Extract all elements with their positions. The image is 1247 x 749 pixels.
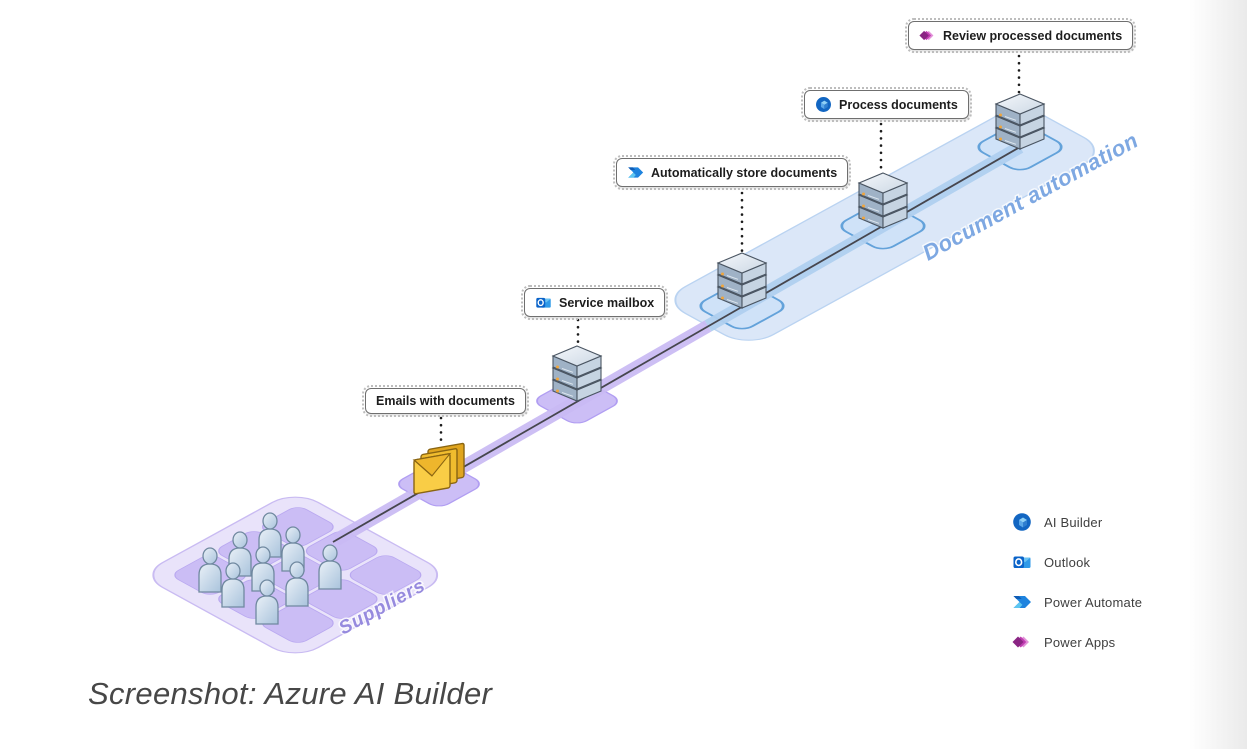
outlook-icon [1012,555,1032,569]
legend: AI Builder Outlook Power Automate Power … [1012,512,1142,672]
review-server-icon [996,94,1044,149]
callout-label: Process documents [839,97,958,112]
callout-emails-with-documents: Emails with documents [362,385,529,417]
legend-label: Power Apps [1044,634,1116,650]
callout-label: Service mailbox [559,295,655,310]
legend-item-outlook: Outlook [1012,552,1142,572]
legend-label: Outlook [1044,554,1091,570]
power-apps-icon [1012,636,1029,648]
ai-builder-icon [816,97,831,112]
caption: Screenshot: Azure AI Builder [88,676,493,711]
callout-label: Automatically store documents [651,165,838,180]
callout-review-processed-documents: Review processed documents [904,18,1137,53]
legend-item-power-apps: Power Apps [1012,632,1142,652]
legend-item-power-automate: Power Automate [1012,592,1142,612]
callout-label: Emails with documents [376,394,515,408]
ai-builder-icon [1013,513,1031,531]
callout-service-mailbox: Service mailbox [520,285,669,320]
process-server-icon [859,173,907,228]
power-automate-icon [1013,596,1031,608]
callout-automatically-store-documents: Automatically store documents [612,155,852,190]
mailbox-server-icon [553,346,601,401]
power-automate-icon [628,167,644,178]
legend-label: AI Builder [1044,514,1103,530]
callout-process-documents: Process documents [801,87,972,122]
legend-label: Power Automate [1044,594,1143,610]
legend-item-ai-builder: AI Builder [1012,512,1142,532]
outlook-icon [535,297,552,309]
callout-label: Review processed documents [943,28,1123,43]
store-server-icon [718,253,766,308]
power-apps-icon [919,30,934,41]
callout-connectors [439,54,1021,446]
